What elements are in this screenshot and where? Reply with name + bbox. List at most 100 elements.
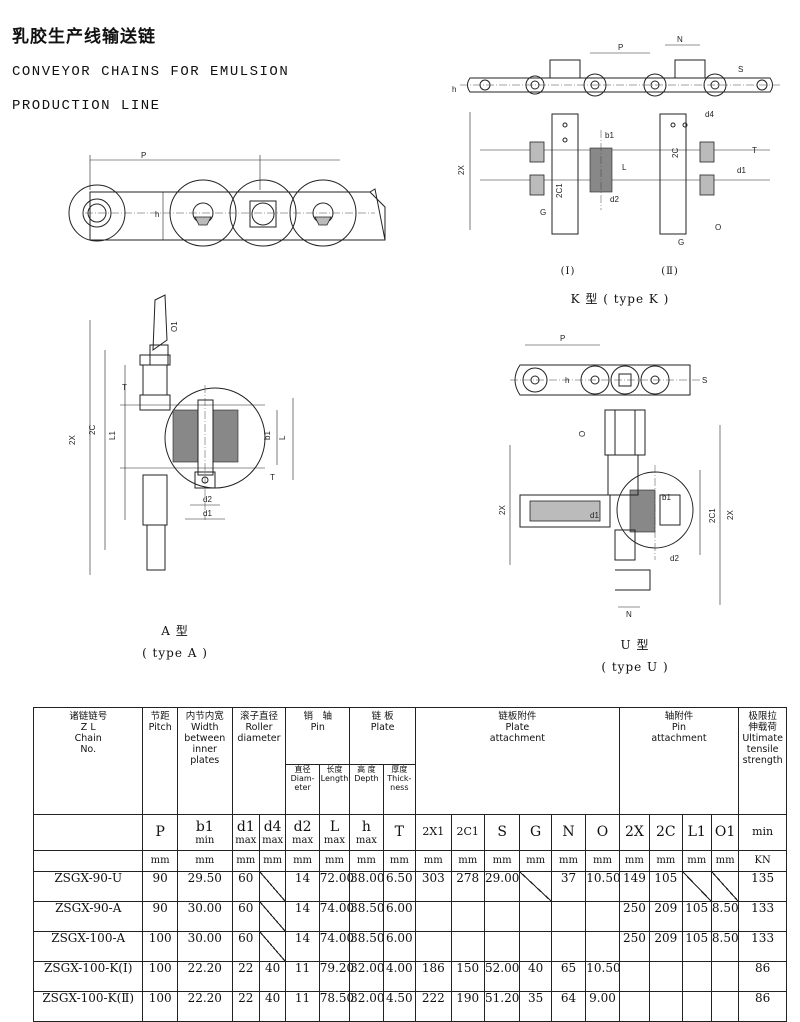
label-d1: d1: [203, 509, 212, 518]
value-cell: 6.50: [382, 871, 417, 902]
label-2c: 2C: [88, 425, 97, 435]
type-a-section-view: 2X 2C L1 T O1 L b1 T d2 d1: [68, 294, 294, 575]
value-cell: [550, 931, 587, 962]
header-plate-depth: 高 度 Depth: [349, 764, 384, 815]
value-cell: 186: [415, 961, 452, 992]
value-cell: [415, 901, 452, 932]
chain-number-cell: ZSGX-100-K(Ⅰ): [32, 961, 144, 992]
value-cell: [519, 931, 552, 962]
value-cell: 74.00: [318, 931, 354, 962]
header-plate: 链 板 Plate: [349, 707, 417, 765]
type-k-caption: K 型 ( type K ): [570, 292, 670, 306]
value-cell: [710, 961, 740, 992]
value-cell: 190: [450, 991, 485, 1022]
unit-cell: mm: [681, 850, 712, 872]
unit-cell: mm: [710, 850, 740, 872]
header-plate-attachment: 链板附件 Plate attachment: [415, 707, 620, 815]
value-cell: [585, 901, 620, 932]
value-cell: 100: [142, 961, 178, 992]
not-applicable-cell: [258, 901, 287, 932]
value-cell: [681, 961, 712, 992]
label-h-u: h: [565, 376, 569, 385]
unit-cell: mm: [176, 850, 233, 872]
not-applicable-cell: [519, 871, 552, 902]
symbol-cell: min: [738, 814, 787, 851]
type-u-chain-view: P h S O 2X d1 N b1 d2 2C1 2X: [498, 334, 735, 619]
unit-cell: mm: [649, 850, 683, 872]
label-h-k: h: [452, 85, 456, 94]
value-cell: 60: [231, 931, 260, 962]
value-cell: 105: [649, 871, 683, 902]
value-cell: 133: [738, 931, 787, 962]
header-plate-thickness: 厚度 Thick- ness: [382, 764, 417, 815]
type-k-chain-view: P N S d4 h 2X 2C1 2C b1 L d2 d1 T G G O: [452, 35, 780, 247]
symbol-cell: T: [382, 814, 417, 851]
label-g-k: G: [540, 208, 546, 217]
value-cell: 278: [450, 871, 485, 902]
symbol-cell: S: [483, 814, 521, 851]
value-cell: 4.00: [382, 961, 417, 992]
value-cell: 9.00: [585, 991, 620, 1022]
label-b1: b1: [263, 431, 272, 440]
value-cell: [618, 961, 651, 992]
value-cell: [519, 901, 552, 932]
unit-cell: mm: [349, 850, 384, 872]
value-cell: 133: [738, 901, 787, 932]
value-cell: 6.00: [382, 901, 417, 932]
label-p: P: [141, 151, 146, 160]
label-2x-u: 2X: [498, 505, 507, 515]
value-cell: [618, 991, 651, 1022]
symbol-cell-blank: [32, 814, 144, 851]
label-d1-u: d1: [590, 511, 599, 520]
type-u-caption-cn: U 型: [620, 638, 650, 652]
value-cell: [649, 961, 683, 992]
not-applicable-cell: [710, 871, 740, 902]
value-cell: 78.50: [318, 991, 354, 1022]
symbol-cell: L1: [681, 814, 712, 851]
header-chain: 诸链链号 Z L Chain No.: [32, 707, 144, 815]
value-cell: 100: [142, 991, 178, 1022]
label-o-u: O: [578, 431, 587, 437]
value-cell: [585, 931, 620, 962]
not-applicable-cell: [681, 871, 712, 902]
label-t-2: T: [270, 473, 275, 482]
value-cell: 72.00: [318, 871, 354, 902]
unit-cell: mm: [231, 850, 260, 872]
type-u-caption-en: ( type U ): [601, 660, 669, 674]
value-cell: 135: [738, 871, 787, 902]
value-cell: 303: [415, 871, 452, 902]
title-english-line-1: CONVEYOR CHAINS FOR EMULSION: [12, 64, 290, 80]
title-chinese: 乳胶生产线输送链: [12, 27, 156, 47]
value-cell: 22: [231, 961, 260, 992]
chain-number-cell: ZSGX-100-K(Ⅱ): [32, 991, 144, 1022]
label-l-k: L: [622, 163, 627, 172]
type-a-chain-side-view: P h: [68, 151, 386, 247]
header-pin-attachment: 轴附件 Pin attachment: [618, 707, 740, 815]
unit-cell: mm: [415, 850, 452, 872]
value-cell: [550, 901, 587, 932]
label-o1: O1: [170, 321, 179, 332]
label-2x: 2X: [68, 435, 77, 445]
value-cell: 32.00: [349, 961, 385, 992]
symbol-cell: O1: [710, 814, 740, 851]
value-cell: [483, 901, 521, 932]
label-2x-k: 2X: [457, 165, 466, 175]
unit-cell-blank: [32, 850, 144, 872]
value-cell: 8.50: [710, 901, 740, 932]
value-cell: 22.20: [176, 961, 233, 992]
value-cell: 38.50: [349, 931, 385, 962]
unit-cell: mm: [450, 850, 485, 872]
value-cell: 29.00: [483, 871, 521, 902]
label-t: T: [122, 383, 127, 392]
value-cell: [450, 931, 485, 962]
value-cell: 150: [450, 961, 485, 992]
value-cell: 90: [142, 901, 178, 932]
symbol-cell: N: [550, 814, 587, 851]
value-cell: 60: [231, 871, 260, 902]
not-applicable-cell: [258, 871, 287, 902]
value-cell: 38.50: [349, 901, 385, 932]
